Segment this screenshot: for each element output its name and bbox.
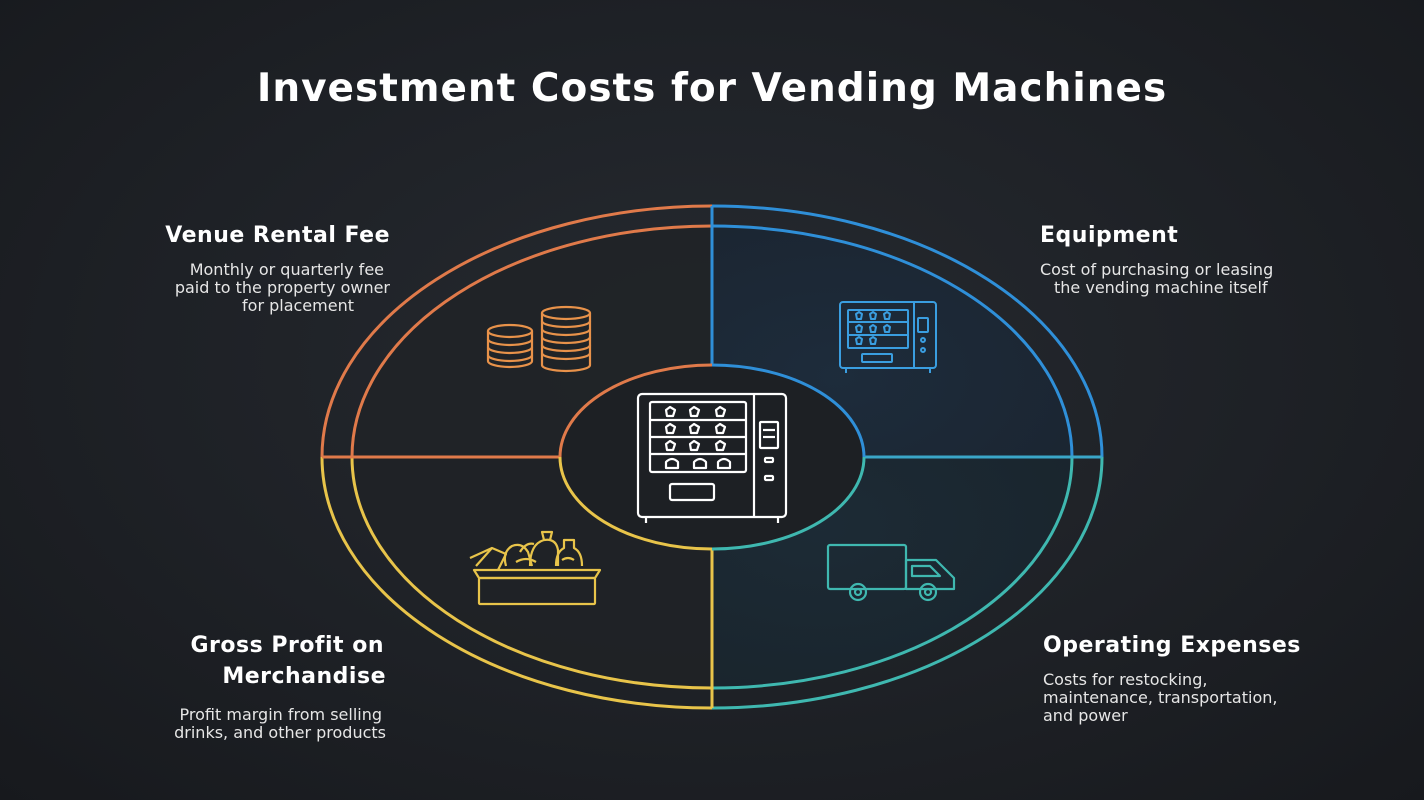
gross-description: Profit margin from selling drinks, and o… xyxy=(80,706,386,742)
operating-desc-line-2: maintenance, transportation, xyxy=(1043,688,1278,707)
equipment-heading: Equipment xyxy=(1040,223,1179,248)
gross-desc-line-1: Profit margin from selling xyxy=(179,705,382,724)
equipment-desc-line-2: the vending machine itself xyxy=(1054,278,1268,297)
segment-operating-expenses: Operating Expenses Costs for restocking,… xyxy=(1043,630,1383,725)
delivery-truck-icon xyxy=(826,543,956,602)
equipment-description: Cost of purchasing or leasing the vendin… xyxy=(1040,261,1370,297)
page-title: Investment Costs for Vending Machines xyxy=(256,66,1168,111)
venue-desc-line-3: for placement xyxy=(242,296,354,315)
operating-heading: Operating Expenses xyxy=(1043,633,1301,658)
venue-heading: Venue Rental Fee xyxy=(165,223,390,248)
vending-machine-icon xyxy=(839,301,937,373)
segment-equipment: Equipment Cost of purchasing or leasing … xyxy=(1040,220,1370,297)
gross-heading: Gross Profit on Merchandise xyxy=(80,630,386,692)
center-hub xyxy=(558,363,866,551)
segment-venue-rental-fee: Venue Rental Fee Monthly or quarterly fe… xyxy=(90,220,390,315)
inner-ring xyxy=(350,224,1074,690)
venue-desc-line-1: Monthly or quarterly fee xyxy=(189,260,384,279)
venue-description: Monthly or quarterly fee paid to the pro… xyxy=(90,261,390,315)
segment-gross-profit: Gross Profit on Merchandise Profit margi… xyxy=(80,630,386,742)
venue-desc-line-2: paid to the property owner xyxy=(174,278,390,297)
equipment-desc-line-1: Cost of purchasing or leasing xyxy=(1040,260,1274,279)
gross-desc-line-2: drinks, and other products xyxy=(174,723,386,742)
coin-stacks-icon xyxy=(486,305,592,373)
divider-lines xyxy=(322,206,1102,708)
gross-heading-line-2: Merchandise xyxy=(222,664,386,689)
gross-heading-line-1: Gross Profit on xyxy=(190,633,384,658)
operating-desc-line-3: and power xyxy=(1043,706,1128,725)
operating-description: Costs for restocking, maintenance, trans… xyxy=(1043,671,1383,725)
snack-box-icon xyxy=(469,530,602,606)
operating-desc-line-1: Costs for restocking, xyxy=(1043,670,1208,689)
outer-ring xyxy=(320,204,1104,710)
center-vending-machine-icon xyxy=(636,392,788,523)
